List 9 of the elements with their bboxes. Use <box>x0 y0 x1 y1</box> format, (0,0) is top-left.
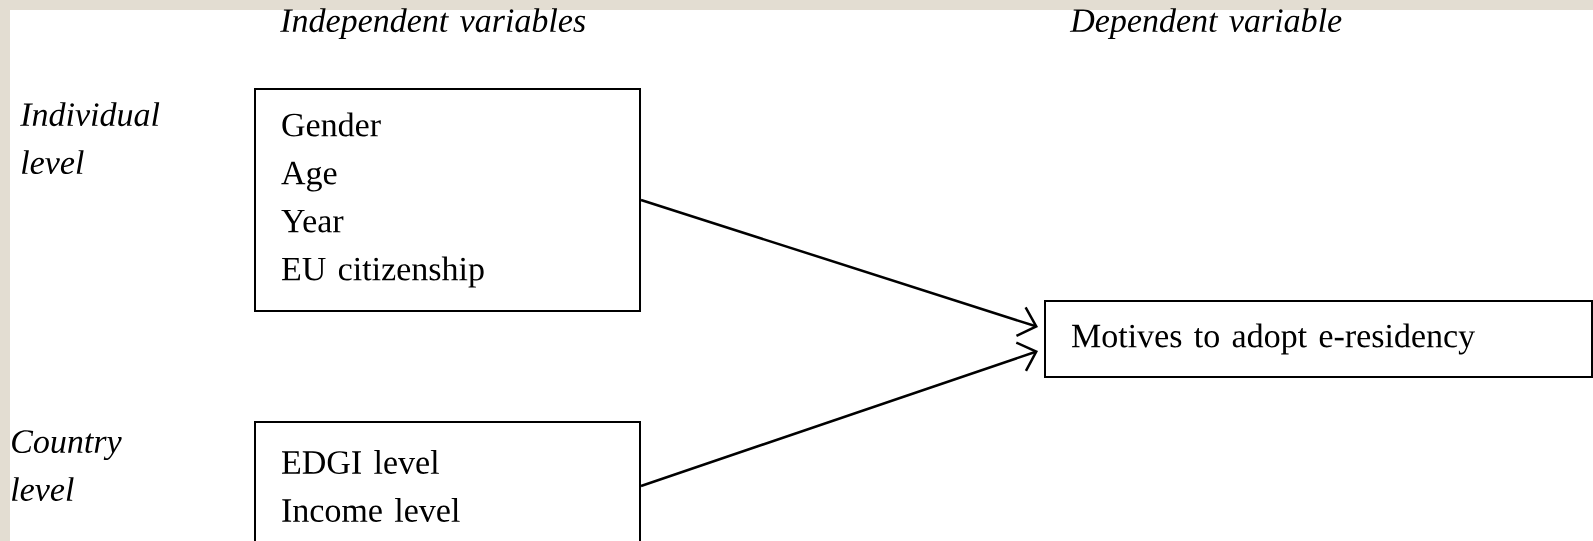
variable-box: Gender Age Year EU citizenship <box>254 88 641 312</box>
row-label: Country level <box>12 430 122 502</box>
column-heading: Dependent variable <box>1069 8 1342 40</box>
arrow <box>640 341 1038 488</box>
column-heading: Independent variables <box>280 8 586 40</box>
arrow <box>640 198 1038 337</box>
variable-box: Motives to adopt e-residency <box>1044 300 1593 378</box>
row-label: Individual level <box>20 102 160 175</box>
variable-box: EDGI level Income level <box>254 421 641 541</box>
